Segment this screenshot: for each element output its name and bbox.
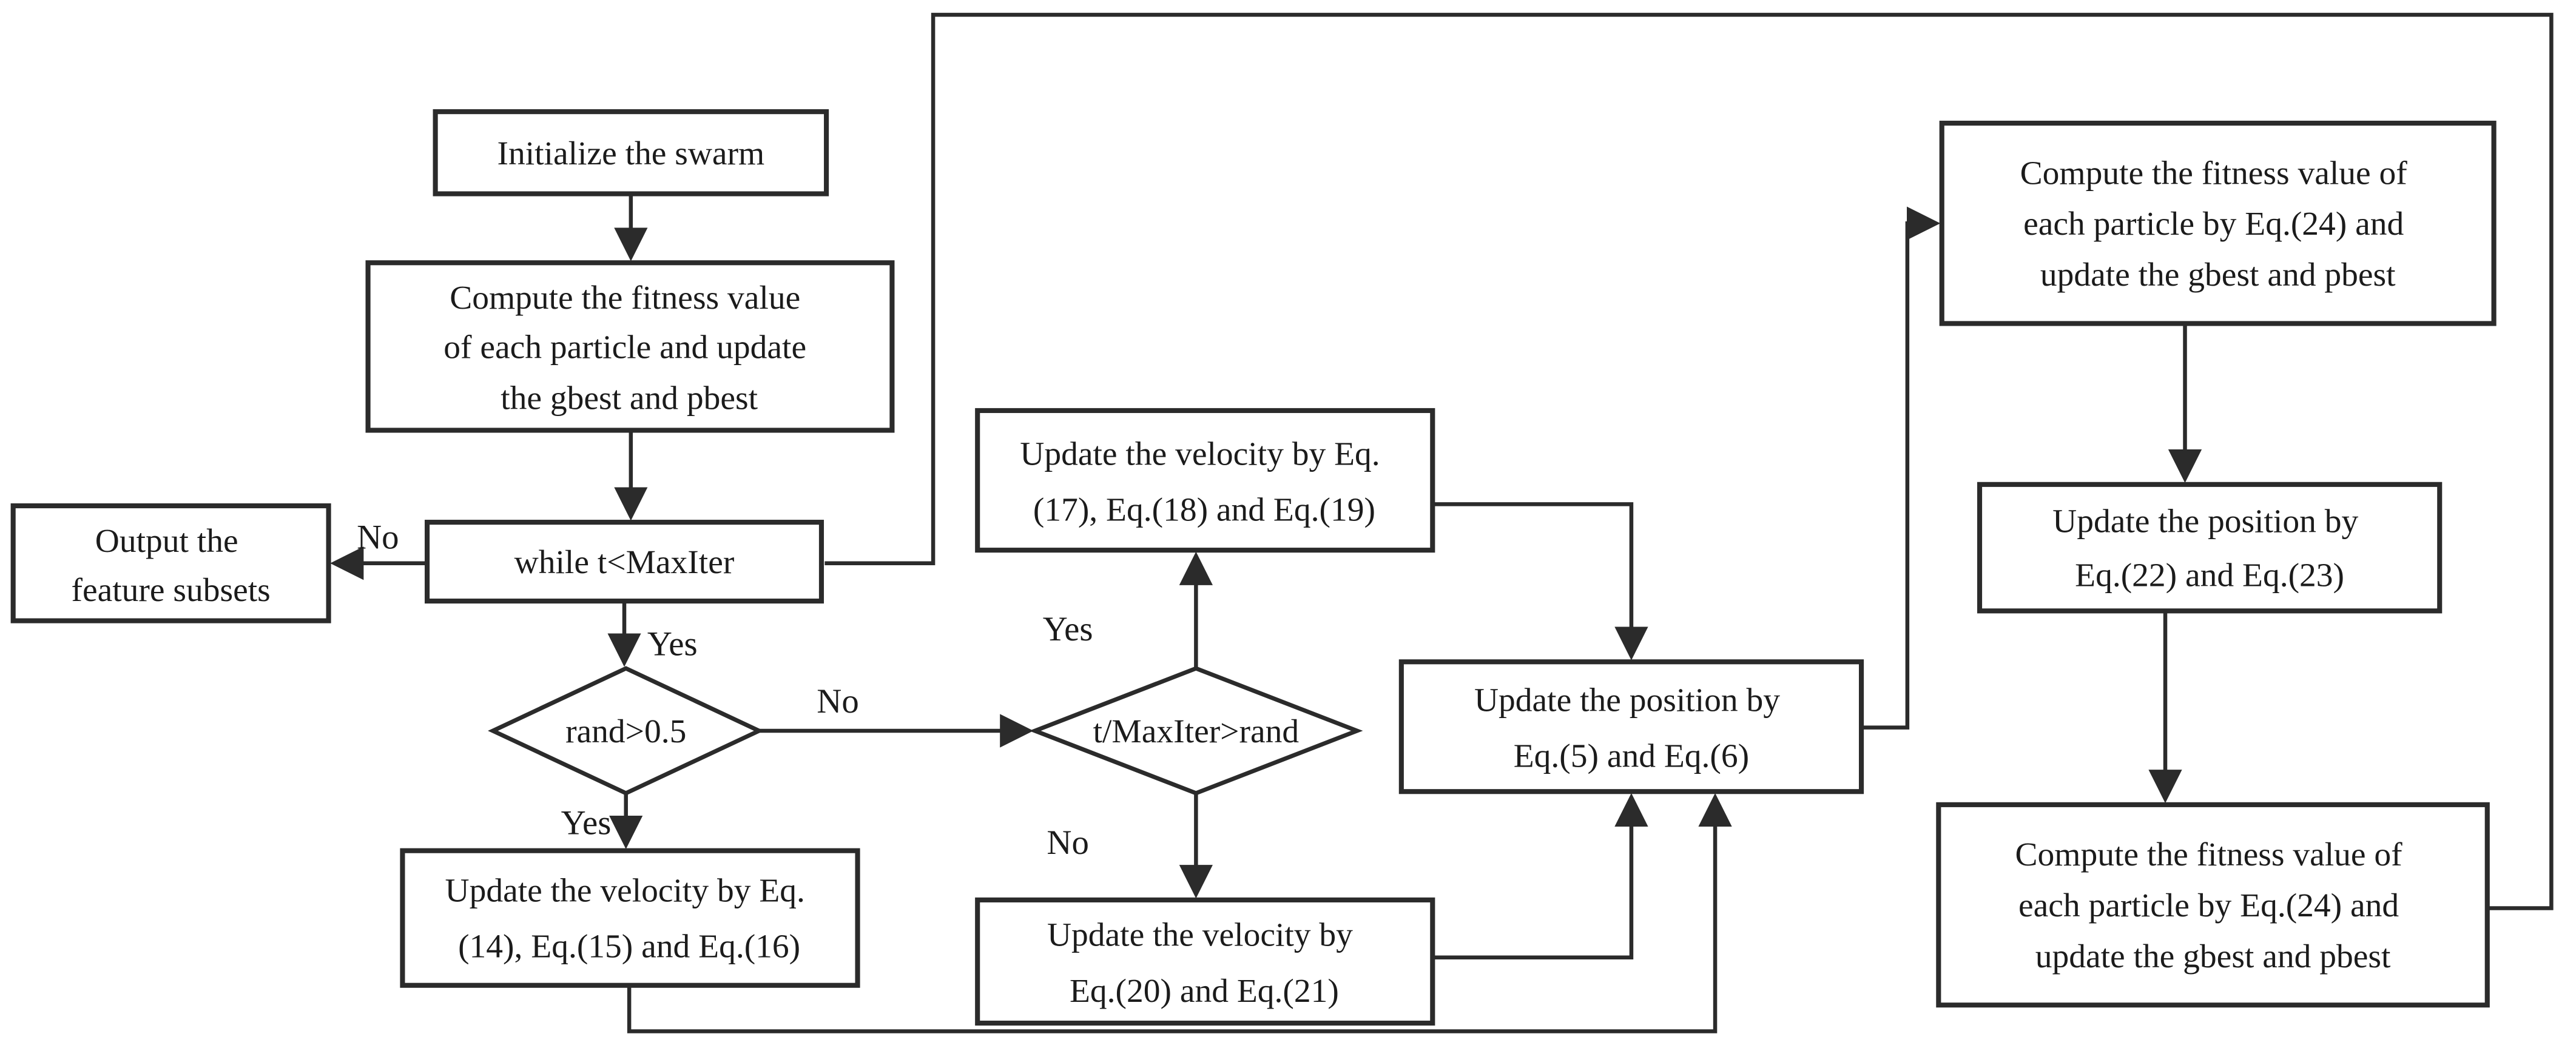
node-output-feature-subsets-label: Output the feature subsets [72, 523, 271, 609]
node-update-velocity-eq20-21-label: Update the velocity by Eq.(20) and Eq.(2… [1047, 917, 1361, 1010]
node-initialize-swarm-label: Initialize the swarm [497, 135, 764, 172]
edge-label-rand-yes: Yes [561, 804, 612, 842]
node-compute-fitness-initial-label: Compute the fitness value of each partic… [443, 280, 815, 417]
node-update-position-eq22-23 [1977, 482, 2443, 614]
decision-titer-rand-check [1029, 666, 1363, 796]
edge-label-while-no: No [357, 518, 399, 556]
node-update-velocity-eq20-21 [975, 897, 1435, 1026]
edge-pos56-to-fitness-top [1861, 206, 1941, 730]
node-update-velocity-eq14-16-label: Update the velocity by Eq. (14), Eq.(15)… [445, 873, 814, 965]
node-update-position-eq5-6 [1398, 659, 1864, 794]
edge-label-while-yes: Yes [647, 625, 698, 663]
decision-titer-rand-check-label: t/MaxIter>rand [1093, 713, 1300, 750]
edge-label-titer-yes: Yes [1043, 610, 1093, 648]
edge-vel20-to-pos56 [1432, 793, 1648, 959]
edge-label-titer-no: No [1047, 824, 1089, 862]
node-initialize-swarm [433, 109, 829, 196]
node-compute-fitness-eq24-bottom [1936, 802, 2490, 1008]
node-while-condition-label: while t<MaxIter [514, 544, 735, 581]
node-compute-fitness-eq24-top [1939, 121, 2497, 326]
node-compute-fitness-eq24-bottom-label: Compute the fitness value of each partic… [2015, 836, 2411, 975]
edge-fitness-bottom-to-while-loop [824, 13, 2554, 910]
node-update-velocity-eq14-16 [400, 848, 860, 988]
node-compute-fitness-initial [365, 260, 895, 433]
edge-label-rand-no: No [817, 682, 859, 720]
node-compute-fitness-eq24-top-label: Compute the fitness value of each partic… [2020, 155, 2416, 294]
node-update-position-eq5-6-label: Update the position by Eq.(5) and Eq.(6) [1474, 682, 1789, 775]
decision-rand-check [488, 666, 764, 796]
node-while-condition [425, 520, 824, 604]
node-update-velocity-eq17-19 [975, 408, 1435, 553]
edge-vel17-to-pos56 [1432, 502, 1648, 660]
node-update-velocity-eq17-19-label: Update the velocity by Eq. (17), Eq.(18)… [1020, 435, 1388, 528]
decision-rand-check-label: rand>0.5 [565, 713, 686, 750]
node-output-feature-subsets [10, 503, 331, 623]
edge-vel14-to-pos56 [627, 793, 1732, 1033]
node-update-position-eq22-23-label: Update the position by Eq.(22) and Eq.(2… [2052, 503, 2367, 594]
